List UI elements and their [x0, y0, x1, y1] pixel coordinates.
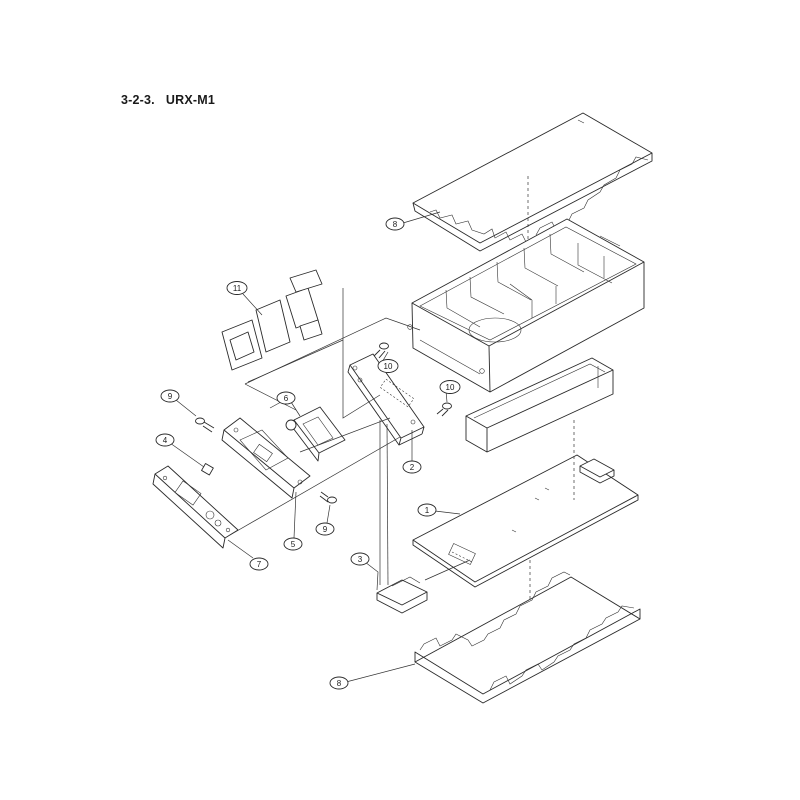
callout-10-right: 10: [439, 380, 461, 394]
callout-label: 10: [446, 383, 455, 392]
callout-8-top: 8: [385, 217, 405, 231]
callout-9-upper: 9: [160, 389, 180, 403]
bracket-part: [347, 353, 425, 446]
front-panel-part: [152, 465, 239, 549]
front-frame-part: [221, 417, 311, 499]
callout-label: 5: [291, 540, 296, 549]
knob-4-part: [201, 463, 214, 476]
callout-9-lower: 9: [315, 522, 335, 536]
callout-label: 4: [163, 436, 168, 445]
callout-label: 11: [233, 284, 242, 293]
assembly-lines: [229, 288, 471, 586]
callout-leaders: [169, 211, 461, 683]
top-cover-part: [412, 112, 653, 252]
switch-block-part: [285, 406, 346, 462]
holder-rail-part: [465, 357, 614, 453]
bottom-cover-part: [414, 571, 641, 704]
callout-8-bottom: 8: [329, 676, 349, 690]
page-title: 3-2-3. URX-M1: [121, 93, 215, 107]
callout-5: 5: [283, 537, 303, 551]
callout-6: 6: [276, 391, 296, 405]
callout-label: 10: [384, 362, 393, 371]
screw-10-upper: [373, 342, 389, 359]
main-case-part: [407, 218, 645, 393]
screw-10-right: [436, 402, 452, 417]
callout-2: 2: [402, 460, 422, 474]
callout-3: 3: [350, 552, 370, 566]
callout-label: 2: [410, 463, 415, 472]
callout-label: 1: [425, 506, 430, 515]
callout-label: 7: [257, 560, 262, 569]
callout-label: 6: [284, 394, 289, 403]
callout-7: 7: [249, 557, 269, 571]
callout-label: 8: [393, 220, 398, 229]
callout-1: 1: [417, 503, 437, 517]
callout-label: 8: [337, 679, 342, 688]
callout-10-upper: 10: [377, 359, 399, 373]
clip-part: [376, 576, 428, 614]
callout-11: 11: [226, 281, 248, 295]
callout-4: 4: [155, 433, 175, 447]
screw-9-lower: [319, 491, 337, 504]
callout-label: 9: [168, 392, 173, 401]
callout-label: 9: [323, 525, 328, 534]
window-assembly-part: [221, 269, 323, 371]
callout-label: 3: [358, 555, 363, 564]
screw-9-upper: [195, 417, 215, 433]
main-board-part: [412, 454, 639, 588]
